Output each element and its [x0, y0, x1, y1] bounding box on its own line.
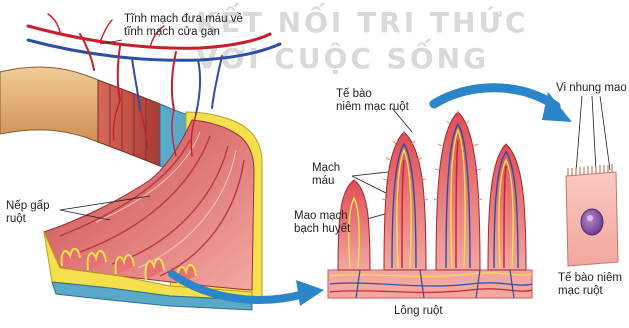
serosa-layer	[0, 67, 98, 142]
villi-group	[328, 110, 532, 298]
label-mucosa-cells: Tế bào niêm mạc ruột	[336, 88, 409, 114]
villus	[436, 112, 480, 270]
label-veins: Tĩnh mạch đưa máu về tĩnh mạch cửa gan	[124, 13, 243, 39]
label-lymph-capillary: Mao mạch bạch huyết	[294, 210, 350, 236]
muscle-layer	[98, 80, 160, 166]
cell-nucleus	[581, 209, 603, 235]
label-folds: Nếp gấp ruột	[6, 200, 49, 226]
intestine-tube	[0, 67, 262, 310]
label-mucosa-cell-detail: Tế bào niêm mạc ruột	[558, 272, 622, 298]
mucosa-cell	[566, 164, 618, 266]
label-villi-title: Lông ruột	[394, 305, 443, 318]
label-blood-vessels: Mạch máu	[312, 162, 340, 188]
label-microvilli: Vi nhung mao	[556, 82, 627, 95]
